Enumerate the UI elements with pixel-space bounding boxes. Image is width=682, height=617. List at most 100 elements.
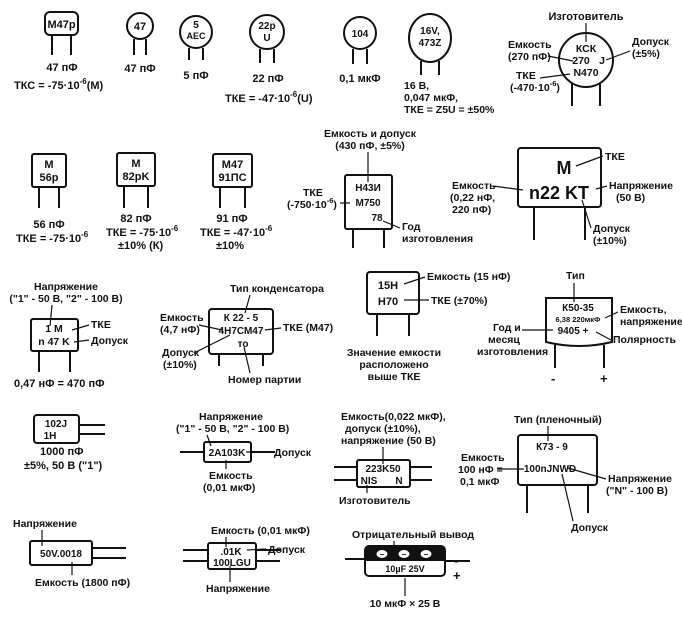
capacitor-13: 1 M n 47 K Напряжение ("1" - 50 В, "2" -… xyxy=(9,281,128,390)
capacitor-12-tolerance-label: Допуск xyxy=(593,223,631,235)
capacitor-12-body xyxy=(517,147,602,208)
capacitor-6-line-3: ТКЕ = Z5U = ±50% xyxy=(404,104,495,116)
capacitor-3-marking-2: AEC xyxy=(186,31,206,41)
capacitor-3-value: 5 пФ xyxy=(183,70,208,82)
capacitor-13-voltage-value: ("1" - 50 В, "2" - 100 В) xyxy=(9,293,122,305)
capacitor-7: КСК 270 J N470 Изготовитель Емкость (270… xyxy=(508,11,670,106)
capacitor-16-polarity-label: Полярность xyxy=(613,334,677,346)
capacitor-6-marking-1: 16V, xyxy=(420,26,440,37)
capacitor-14-tke-label: ТКЕ (М47) xyxy=(283,322,333,334)
capacitor-7-tolerance-value: (±5%) xyxy=(632,48,660,60)
capacitor-20-body xyxy=(517,434,598,486)
capacitor-23-plus-sign: + xyxy=(453,568,461,583)
capacitor-18-marking: 2A103K xyxy=(209,448,246,459)
capacitor-14-capacity-label: Емкость xyxy=(160,312,204,324)
capacitor-11-year-label-1: Год xyxy=(402,221,421,233)
capacitor-22-marking-1: .01K xyxy=(220,547,242,558)
capacitor-17-tolerance: ±5%, 50 В ("1") xyxy=(24,460,103,472)
capacitor-18: 2A103K Напряжение ("1" - 50 В, "2" - 100… xyxy=(176,411,312,494)
capacitor-10-marking-2: 91ПС xyxy=(218,172,246,184)
capacitor-9-value: 82 пФ xyxy=(120,213,151,225)
capacitor-9-marking-2: 82pK xyxy=(123,171,150,183)
capacitor-17: 102J 1H 1000 пФ ±5%, 50 В ("1") xyxy=(24,414,105,472)
capacitor-1-value: 47 пФ xyxy=(46,62,77,74)
capacitor-7-maker-label: Изготовитель xyxy=(549,11,624,23)
capacitor-4: 22p U 22 пФ ТКЕ = -47·10-6(U) xyxy=(225,14,313,105)
capacitor-17-body xyxy=(33,414,80,444)
capacitor-14-marking-3: то xyxy=(238,339,249,350)
capacitor-21-body xyxy=(29,540,93,566)
capacitor-2: 47 47 пФ xyxy=(124,12,156,75)
capacitor-14-tolerance-value: (±10%) xyxy=(163,359,197,371)
capacitor-4-value: 22 пФ xyxy=(252,73,283,85)
capacitor-7-tke-value: (-470·10-6) xyxy=(510,79,560,94)
capacitor-7-tolerance-label: Допуск xyxy=(632,36,670,48)
capacitor-19-maker-label: Изготовитель xyxy=(339,495,411,507)
capacitor-12-capacity-label: Емкость xyxy=(452,180,496,192)
capacitor-16-body xyxy=(545,297,613,347)
capacitor-15-tke-label: ТКЕ (±70%) xyxy=(431,295,488,307)
capacitor-12-voltage-label: Напряжение xyxy=(609,180,673,192)
capacitor-23-negative-lead-label: Отрицательный вывод xyxy=(352,529,474,541)
capacitor-17-value: 1000 пФ xyxy=(40,446,84,458)
capacitor-21: 50V.0018 Напряжение Емкость (1800 пФ) xyxy=(13,518,130,589)
capacitor-11-top-label-1: Емкость и допуск xyxy=(324,128,417,140)
capacitor-11: Н43И М750 78 Емкость и допуск (430 пФ, ±… xyxy=(287,128,473,248)
capacitor-22: .01K 100LGU Емкость (0,01 мкФ) Допуск На… xyxy=(183,525,310,595)
capacitor-16-capacity-value: напряжение xyxy=(620,316,682,328)
capacitor-20-capacity-label: Емкость xyxy=(461,452,505,464)
capacitor-22-body xyxy=(207,542,257,570)
capacitor-7-marking-2: 270 xyxy=(572,55,590,67)
capacitor-11-marking-1: Н43И xyxy=(355,183,381,194)
capacitor-8-marking-1: M xyxy=(44,159,53,171)
capacitor-15-note-1: Значение емкости xyxy=(347,347,441,359)
capacitor-13-body xyxy=(30,318,79,352)
capacitor-8-body xyxy=(31,153,67,188)
capacitor-5-value: 0,1 мкФ xyxy=(339,73,380,85)
capacitor-16-year-label-2: месяц xyxy=(488,334,520,346)
capacitor-14-capacity-value: (4,7 нФ) xyxy=(160,324,200,336)
capacitor-21-capacity-label: Емкость (1800 пФ) xyxy=(35,577,130,589)
capacitor-4-tke: ТКЕ = -47·10-6(U) xyxy=(225,90,313,105)
capacitor-19-top-label-3: напряжение (50 В) xyxy=(341,435,436,447)
capacitor-8-tke: ТКЕ = -75·10-6 xyxy=(16,230,89,245)
capacitor-16-minus-sign: - xyxy=(551,371,555,386)
capacitor-12-tolerance-value: (±10%) xyxy=(593,235,627,247)
capacitor-12-tke-label: ТКЕ xyxy=(605,151,625,163)
capacitor-12-marking-2: n22 KT xyxy=(529,183,589,203)
capacitor-7-marking-4: N470 xyxy=(573,67,598,79)
capacitor-13-tolerance-label: Допуск xyxy=(91,335,129,347)
capacitor-1: M47p 47 пФ ТКС = -75·10-6(М) xyxy=(14,11,104,92)
capacitor-3-marking-1: 5 xyxy=(193,20,199,31)
capacitor-23: − − − 10µF 25V Отрицательный вывод - + 1… xyxy=(345,529,474,610)
capacitor-16-year-label-1: Год и xyxy=(493,322,521,334)
capacitor-10: M47 91ПС 91 пФ ТКЕ = -47·10-6 ±10% xyxy=(200,153,273,252)
capacitor-18-capacity-value: (0,01 мкФ) xyxy=(203,482,255,494)
capacitor-12-capacity-value-2: 220 пФ) xyxy=(452,204,491,216)
capacitor-3: 5 AEC 5 пФ xyxy=(179,15,213,82)
capacitor-6-line-2: 0,047 мкФ, xyxy=(404,92,458,104)
capacitor-22-tolerance-label: Допуск xyxy=(268,544,306,556)
capacitor-1-marking: M47p xyxy=(47,19,75,31)
capacitor-15-note-3: выше ТКЕ xyxy=(368,371,421,383)
capacitor-9: M 82pK 82 пФ ТКЕ = -75·10-6 ±10% (К) xyxy=(106,152,179,252)
capacitor-5-body xyxy=(343,16,377,50)
capacitor-19-marking-2: NIS xyxy=(361,476,378,487)
capacitor-11-year-label-2: изготовления xyxy=(402,233,473,245)
capacitor-2-marking: 47 xyxy=(134,21,146,33)
capacitor-20-type-label: Тип (пленочный) xyxy=(514,414,602,426)
capacitor-23-minus-sign: - xyxy=(454,553,458,568)
capacitor-7-marking-3: J xyxy=(599,55,605,67)
capacitor-7-capacity-value: (270 пФ) xyxy=(508,51,551,63)
capacitor-19-marking-1: 223K50 xyxy=(365,464,400,475)
capacitor-4-marking-2: U xyxy=(263,33,270,44)
capacitor-16-marking-1: К50-35 xyxy=(562,303,594,314)
capacitor-8-value: 56 пФ xyxy=(33,219,64,231)
capacitor-14: К 22 - 5 4Н7СМ47 то Тип конденсатора Емк… xyxy=(160,283,333,386)
capacitor-14-tolerance-label: Допуск xyxy=(162,347,200,359)
capacitor-7-tke-label: ТКЕ xyxy=(516,70,536,82)
capacitor-2-body xyxy=(126,12,154,40)
capacitor-16-type-label: Тип xyxy=(566,270,585,282)
capacitor-9-marking-1: M xyxy=(131,158,140,170)
